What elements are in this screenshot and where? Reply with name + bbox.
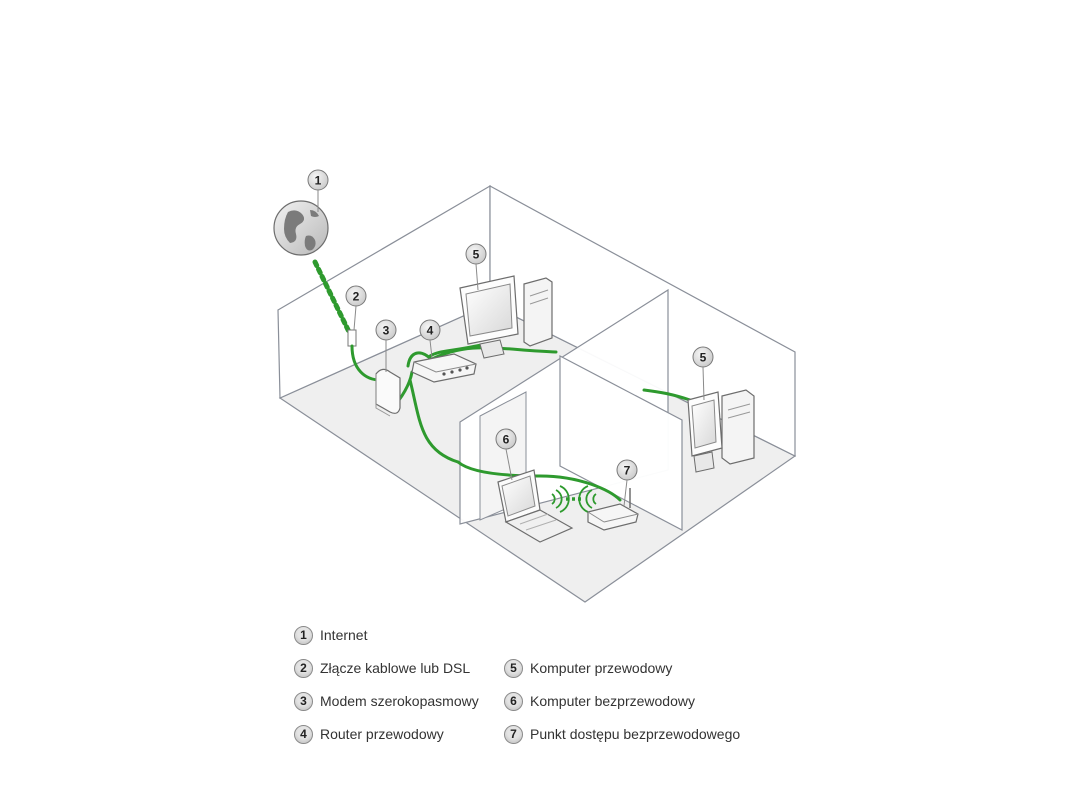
callout-3: 3 xyxy=(375,319,397,341)
callout-7: 7 xyxy=(616,459,638,481)
callout-1-label: 1 xyxy=(315,174,322,188)
callout-4: 4 xyxy=(419,319,441,341)
legend-label-2: Złącze kablowe lub DSL xyxy=(320,660,471,676)
callout-5a: 5 xyxy=(465,243,487,265)
wireless-access-point-icon xyxy=(587,488,639,531)
legend-badge-3: 3 xyxy=(294,691,313,711)
legend-item-3: 3 Modem szerokopasmowy xyxy=(294,690,479,712)
legend-item-2: 2 Złącze kablowe lub DSL xyxy=(294,657,470,679)
callout-3-label: 3 xyxy=(383,324,390,338)
legend-badge-6: 6 xyxy=(504,691,523,711)
broadband-modem-icon xyxy=(375,368,401,417)
callout-2-label: 2 xyxy=(353,290,360,304)
legend-item-1: 1 Internet xyxy=(294,624,367,646)
legend-badge-5: 5 xyxy=(504,658,523,678)
legend-item-4: 4 Router przewodowy xyxy=(294,723,444,745)
building xyxy=(277,184,797,603)
wall-connector-icon xyxy=(347,329,357,347)
callout-1: 1 xyxy=(307,169,329,191)
callout-5a-label: 5 xyxy=(473,248,480,262)
legend-item-6: 6 Komputer bezprzewodowy xyxy=(504,690,695,712)
callout-6: 6 xyxy=(495,428,517,450)
internet-globe-icon xyxy=(273,200,329,256)
internet-dotted-link xyxy=(312,259,355,341)
legend: 1 Internet 2 Złącze kablowe lub DSL 3 Mo… xyxy=(294,624,814,754)
wired-computer-icon xyxy=(459,275,553,359)
callout-2: 2 xyxy=(345,285,367,307)
legend-label-4: Router przewodowy xyxy=(320,726,444,742)
legend-label-6: Komputer bezprzewodowy xyxy=(530,693,695,709)
callout-4-label: 4 xyxy=(427,324,434,338)
wireless-laptop-icon xyxy=(497,469,574,543)
callout-5b-label: 5 xyxy=(700,351,707,365)
legend-item-5: 5 Komputer przewodowy xyxy=(504,657,672,679)
legend-badge-7: 7 xyxy=(504,724,523,744)
wired-computer-icon-2 xyxy=(687,389,755,473)
legend-label-1: Internet xyxy=(320,627,368,643)
wireless-signal-icon xyxy=(551,485,597,513)
legend-label-5: Komputer przewodowy xyxy=(530,660,673,676)
legend-badge-4: 4 xyxy=(294,724,313,744)
callout-6-label: 6 xyxy=(503,433,510,447)
interior-wall-divider xyxy=(559,355,683,531)
legend-badge-1: 1 xyxy=(294,625,313,645)
legend-label-7: Punkt dostępu bezprzewodowego xyxy=(530,726,741,742)
legend-badge-2: 2 xyxy=(294,658,313,678)
wired-router-icon xyxy=(411,353,477,383)
legend-label-3: Modem szerokopasmowy xyxy=(320,693,479,709)
callout-5b: 5 xyxy=(692,346,714,368)
legend-item-7: 7 Punkt dostępu bezprzewodowego xyxy=(504,723,740,745)
callout-7-label: 7 xyxy=(624,464,631,478)
